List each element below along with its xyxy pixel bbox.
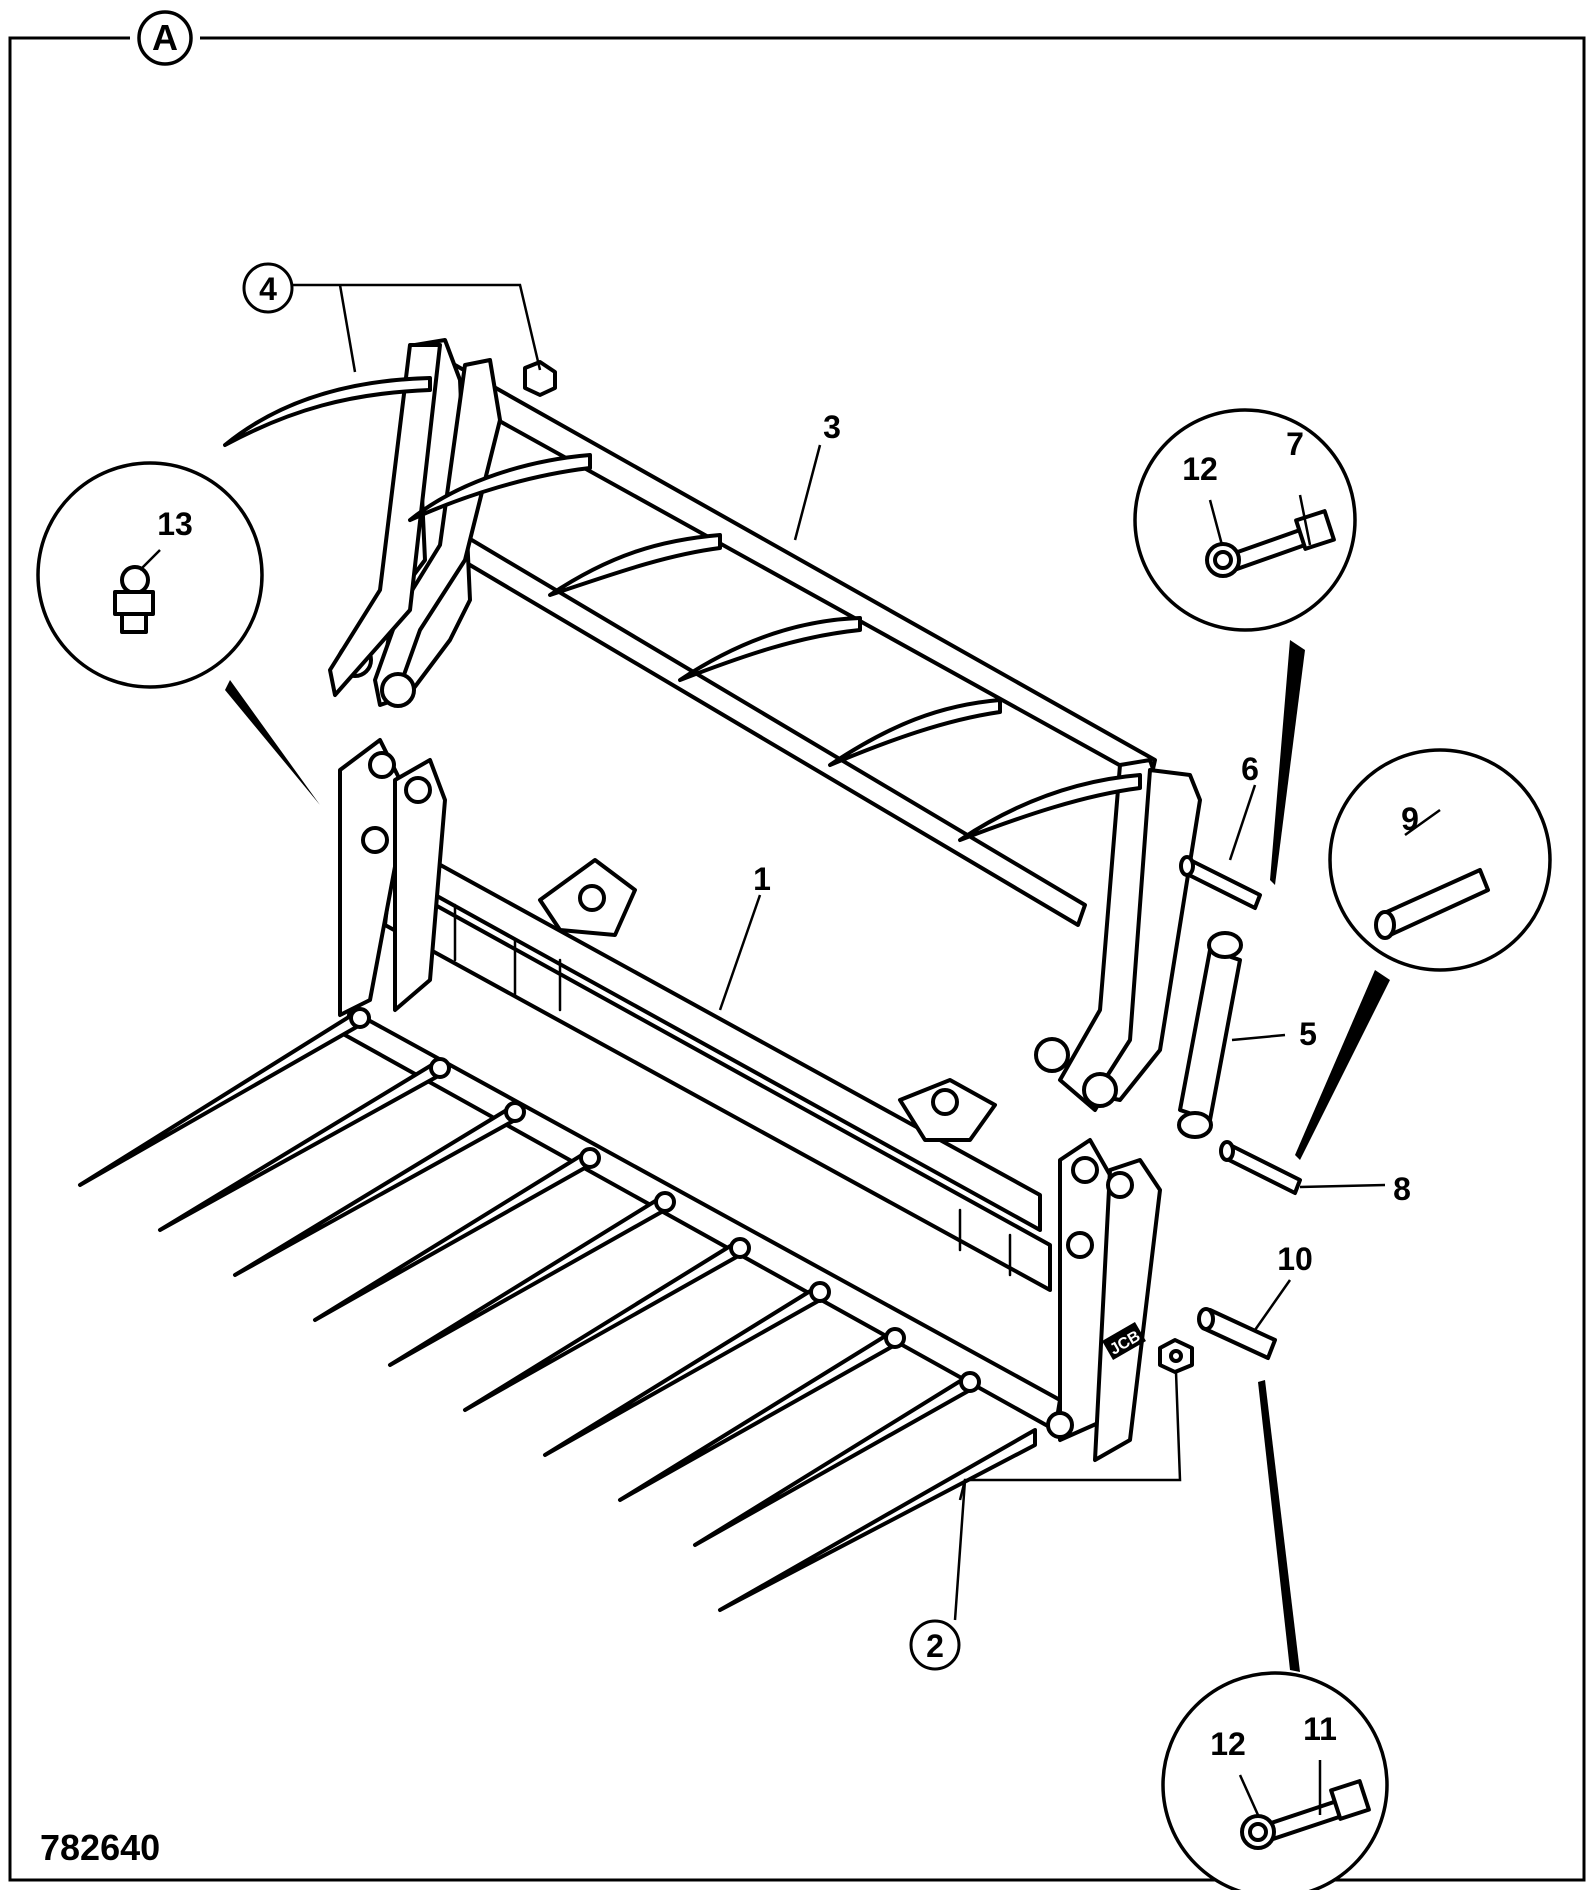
fork-frame: JCB [338,738,1162,1462]
callout-5: 5 [1299,1016,1317,1052]
detail-circle-12-7 [1133,408,1357,885]
detail-circle-13 [36,461,320,805]
view-label-a: A [130,10,200,66]
callout-11: 11 [1303,1711,1337,1747]
ram-5 [1177,931,1243,1139]
svg-text:2: 2 [926,1628,944,1664]
callout-8: 8 [1393,1171,1411,1207]
frame-border [8,36,1586,1882]
pin-10 [1197,1307,1277,1360]
callout-13: 13 [157,506,193,542]
drawing-number: 782640 [40,1827,160,1868]
callout-4: 4 [242,262,294,314]
callout-1: 1 [753,861,771,897]
callout-7: 7 [1286,426,1304,462]
svg-text:4: 4 [259,271,277,307]
callout-3: 3 [823,409,841,445]
pin-8 [1219,1140,1302,1195]
callout-6: 6 [1241,751,1259,787]
upper-grab-frame [223,338,1202,1112]
callout-9: 9 [1401,801,1419,837]
pin-6 [1179,855,1262,910]
svg-text:A: A [152,17,178,58]
callout-12-lower: 12 [1210,1726,1246,1762]
detail-circle-9 [1295,748,1552,1160]
callout-12-upper: 12 [1182,451,1218,487]
leader-lines [139,283,1441,1816]
fork-tines [78,1007,1194,1612]
detail-circle-12-11 [1161,1380,1389,1890]
callout-10: 10 [1277,1241,1313,1277]
callout-2: 2 [909,1619,961,1671]
